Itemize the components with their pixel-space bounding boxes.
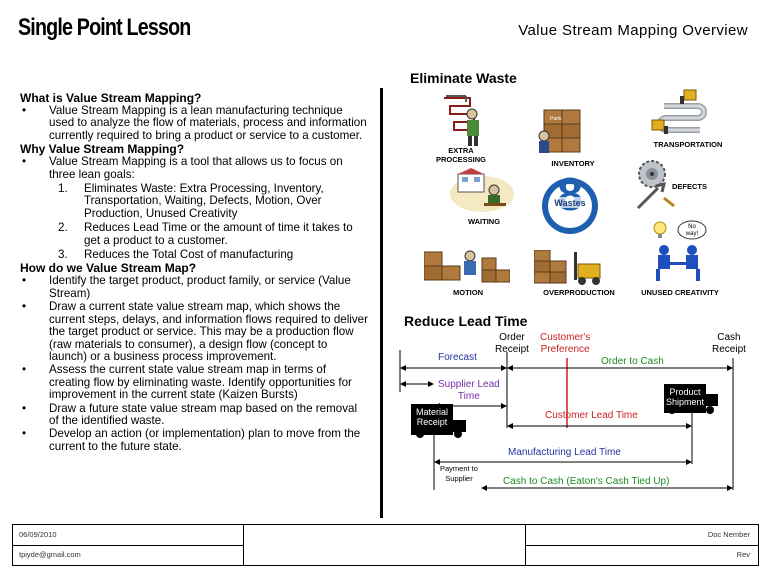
document-title: Value Stream Mapping Overview	[518, 22, 748, 39]
material-receipt-truck: Material Receipt	[411, 404, 453, 435]
order-receipt-label: Order Receipt	[495, 332, 529, 355]
goals-list: 1.Eliminates Waste: Extra Processing, In…	[20, 182, 368, 262]
transportation-label: TRANSPORTATION	[653, 140, 723, 149]
payment-to-supplier-label: Payment to Supplier	[440, 464, 478, 483]
why-list: Value Stream Mapping is a tool that allo…	[20, 156, 368, 181]
customer-preference-label: Customer's Preference	[540, 332, 591, 355]
motion-icon	[424, 250, 510, 283]
lead-time-heading: Reduce Lead Time	[404, 313, 528, 329]
column-divider	[380, 88, 383, 518]
extra-processing-label: EXTRA PROCESSING	[435, 146, 486, 164]
unused-creativity-label: UNUSED CREATIVITY	[641, 288, 719, 297]
footer-divider	[243, 525, 244, 565]
manufacturing-lead-time-label: Manufacturing Lead Time	[508, 447, 621, 458]
footer-table: 06/09/2010 tpiyde@gmail.com Doc Nember R…	[12, 524, 759, 566]
supplier-lead-time-label: Supplier Lead Time	[438, 379, 500, 402]
waste-heading: Eliminate Waste	[410, 70, 517, 86]
cash-to-cash-label: Cash to Cash (Eaton's Cash Tied Up)	[503, 476, 670, 487]
why-heading: Why Value Stream Mapping?	[20, 142, 185, 157]
footer-divider	[525, 545, 758, 546]
customer-lead-time-label: Customer Lead Time	[545, 410, 638, 421]
wastes-label: Wastes	[554, 198, 585, 208]
inventory-label: INVENTORY	[551, 159, 595, 168]
footer-date: 06/09/2010	[19, 530, 57, 539]
inventory-icon: Parts	[538, 109, 581, 153]
forecast-label: Forecast	[438, 352, 477, 363]
goal-item: 2.Reduces Lead Time or the amount of tim…	[58, 221, 353, 247]
goal-item: 3.Reduces the Total Cost of manufacturin…	[58, 248, 294, 262]
bubble-line-2: way!	[685, 231, 699, 237]
cash-receipt-label: Cash Receipt	[712, 332, 746, 355]
order-to-cash-label: Order to Cash	[601, 356, 664, 367]
list-item: Value Stream Mapping is a lean manufactu…	[20, 104, 368, 142]
transportation-icon	[651, 89, 707, 134]
what-list: Value Stream Mapping is a lean manufactu…	[20, 104, 368, 142]
overproduction-label: OVERPRODUCTION	[543, 288, 615, 297]
footer-doc-number: Doc Nember	[707, 530, 750, 539]
list-item: Draw a current state value stream map, w…	[20, 301, 368, 363]
what-heading: What is Value Stream Mapping?	[20, 91, 202, 105]
list-item: Develop an action (or implementation) pl…	[20, 428, 368, 453]
eight-wastes-icon: 8 Wastes	[542, 176, 598, 234]
bubble-line-1: No	[688, 224, 696, 230]
brand-logo: Single Point Lesson	[18, 14, 191, 42]
lesson-text: What is Value Stream Mapping? Value Stre…	[20, 92, 368, 454]
footer-email: tpiyde@gmail.com	[19, 550, 81, 559]
extra-processing-icon	[444, 95, 479, 146]
list-item: Value Stream Mapping is a tool that allo…	[20, 156, 368, 181]
product-shipment-truck: Product Shipment	[664, 384, 706, 413]
box-label: Parts	[550, 116, 562, 122]
overproduction-icon	[534, 250, 601, 285]
waiting-label: WAITING	[467, 217, 501, 226]
motion-label: MOTION	[453, 288, 483, 297]
how-list: Identify the target product, product fam…	[20, 275, 368, 453]
list-item: Identify the target product, product fam…	[20, 275, 368, 300]
goal-item: 1.Eliminates Waste: Extra Processing, In…	[58, 182, 324, 220]
defects-icon	[636, 160, 675, 210]
waiting-icon	[450, 168, 514, 212]
footer-divider	[13, 545, 243, 546]
how-heading: How do we Value Stream Map?	[20, 261, 197, 276]
list-item: Draw a future state value stream map bas…	[20, 402, 368, 428]
defects-label: DEFECTS	[672, 182, 708, 191]
unused-creativity-icon: No way!	[653, 220, 707, 281]
brand-text: Single Point Lesson	[18, 14, 191, 41]
footer-rev: Rev	[736, 550, 750, 559]
lead-time-diagram	[399, 350, 734, 491]
list-item: Assess the current state value stream ma…	[20, 364, 368, 401]
